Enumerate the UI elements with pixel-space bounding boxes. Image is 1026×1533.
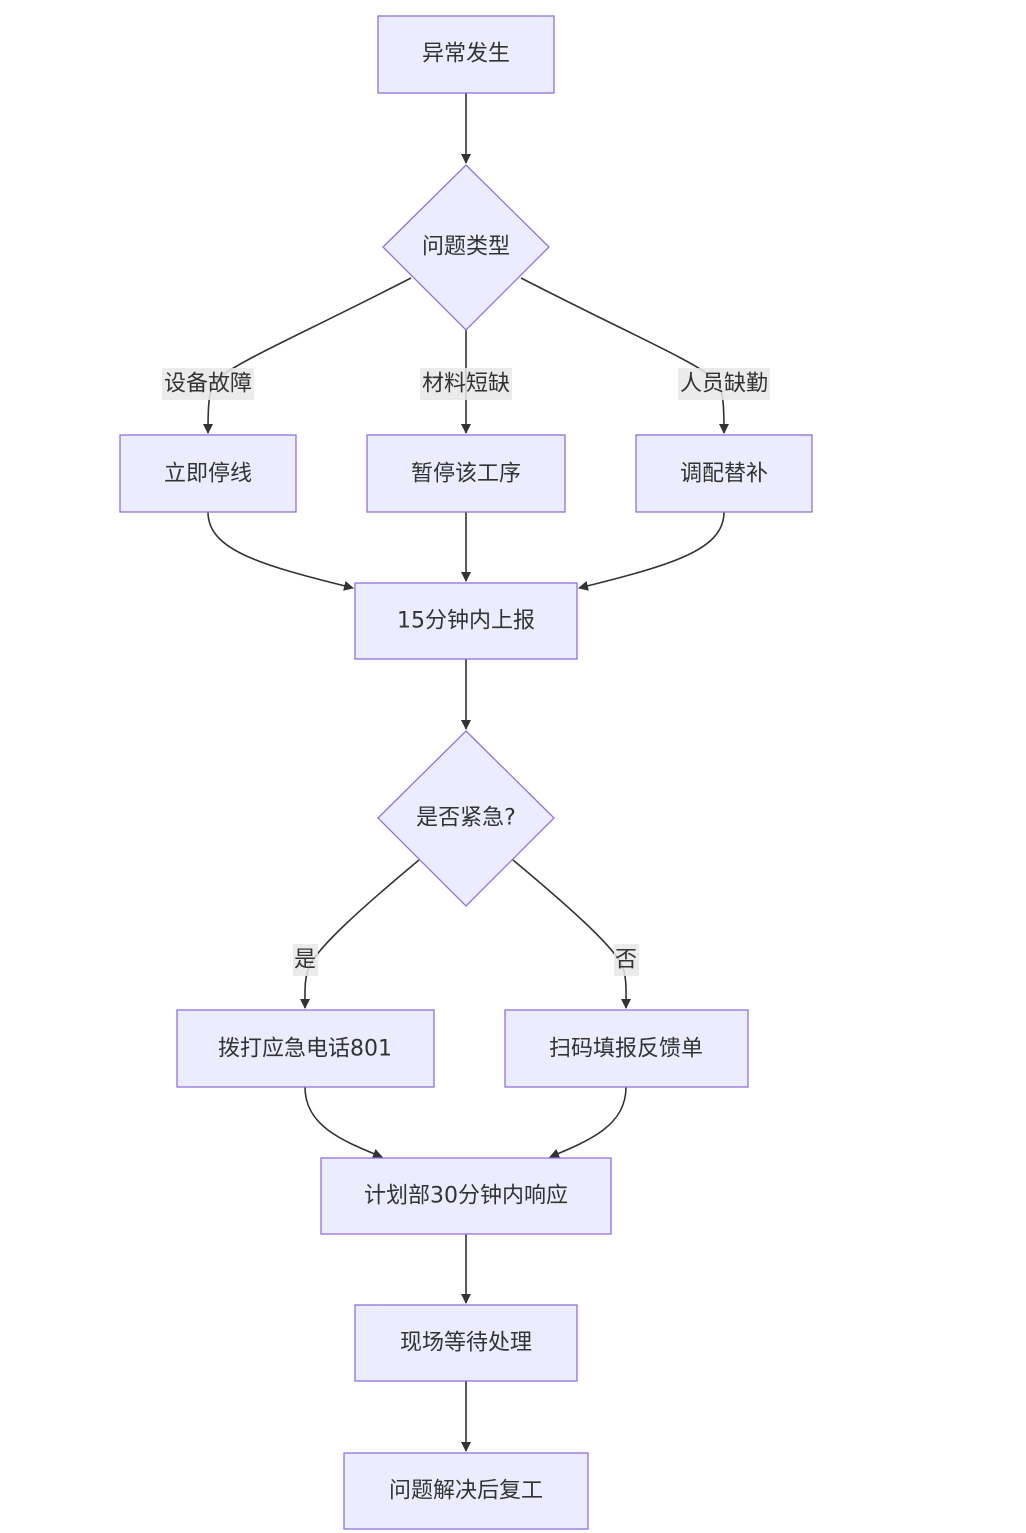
edges xyxy=(203,93,729,1452)
node-report: 15分钟内上报 xyxy=(354,582,578,660)
edge-label-material-shortage: 材料短缺 xyxy=(420,368,512,400)
svg-text:拨打应急电话801: 拨打应急电话801 xyxy=(218,1037,392,1062)
svg-text:15分钟内上报: 15分钟内上报 xyxy=(397,609,535,634)
svg-text:材料短缺: 材料短缺 xyxy=(422,372,510,397)
node-problem-type-decision: 问题类型 xyxy=(382,164,550,331)
node-scan-feedback: 扫码填报反馈单 xyxy=(504,1009,749,1088)
nodes: 异常发生 问题类型 立即停线 暂停该工序 调配替补 15分钟内上报 是否紧急? xyxy=(119,15,813,1530)
node-urgent-decision: 是否紧急? xyxy=(377,730,555,907)
edge-label-equipment-failure: 设备故障 xyxy=(162,368,254,400)
edge-urgent-to-scan xyxy=(512,859,632,1009)
node-resume: 问题解决后复工 xyxy=(343,1452,589,1530)
edge-urgent-to-call xyxy=(299,859,420,1009)
svg-text:立即停线: 立即停线 xyxy=(164,462,252,487)
node-start: 异常发生 xyxy=(377,15,555,94)
node-call-emergency: 拨打应急电话801 xyxy=(176,1009,435,1088)
node-wait-onsite: 现场等待处理 xyxy=(354,1304,578,1382)
node-stop-line: 立即停线 xyxy=(119,434,297,513)
svg-text:调配替补: 调配替补 xyxy=(680,462,768,487)
svg-text:设备故障: 设备故障 xyxy=(164,372,252,397)
svg-text:现场等待处理: 现场等待处理 xyxy=(400,1331,532,1356)
node-reassign: 调配替补 xyxy=(635,434,813,513)
edge-label-yes: 是 xyxy=(293,944,318,976)
svg-text:暂停该工序: 暂停该工序 xyxy=(411,462,521,487)
svg-text:计划部30分钟内响应: 计划部30分钟内响应 xyxy=(364,1184,568,1209)
edge-reassign-to-report xyxy=(578,511,725,591)
svg-text:是否紧急?: 是否紧急? xyxy=(416,806,516,831)
svg-text:问题类型: 问题类型 xyxy=(422,235,510,260)
edge-labels: 设备故障 材料短缺 人员缺勤 是 否 xyxy=(162,368,770,976)
svg-text:人员缺勤: 人员缺勤 xyxy=(680,372,768,397)
edge-type-to-reassign xyxy=(520,277,729,434)
edge-type-to-stop-line xyxy=(203,277,412,434)
node-plan-response: 计划部30分钟内响应 xyxy=(320,1157,612,1235)
edge-call-to-plan xyxy=(304,1086,383,1159)
edge-label-staff-absence: 人员缺勤 xyxy=(678,368,770,400)
edge-stop-line-to-report xyxy=(207,511,354,591)
node-pause-process: 暂停该工序 xyxy=(366,434,566,513)
svg-text:是: 是 xyxy=(294,948,316,973)
edge-scan-to-plan xyxy=(549,1086,627,1159)
svg-text:异常发生: 异常发生 xyxy=(422,42,510,67)
edge-label-no: 否 xyxy=(614,944,639,976)
svg-text:否: 否 xyxy=(615,948,637,973)
svg-text:扫码填报反馈单: 扫码填报反馈单 xyxy=(549,1037,703,1062)
svg-text:问题解决后复工: 问题解决后复工 xyxy=(389,1479,543,1504)
